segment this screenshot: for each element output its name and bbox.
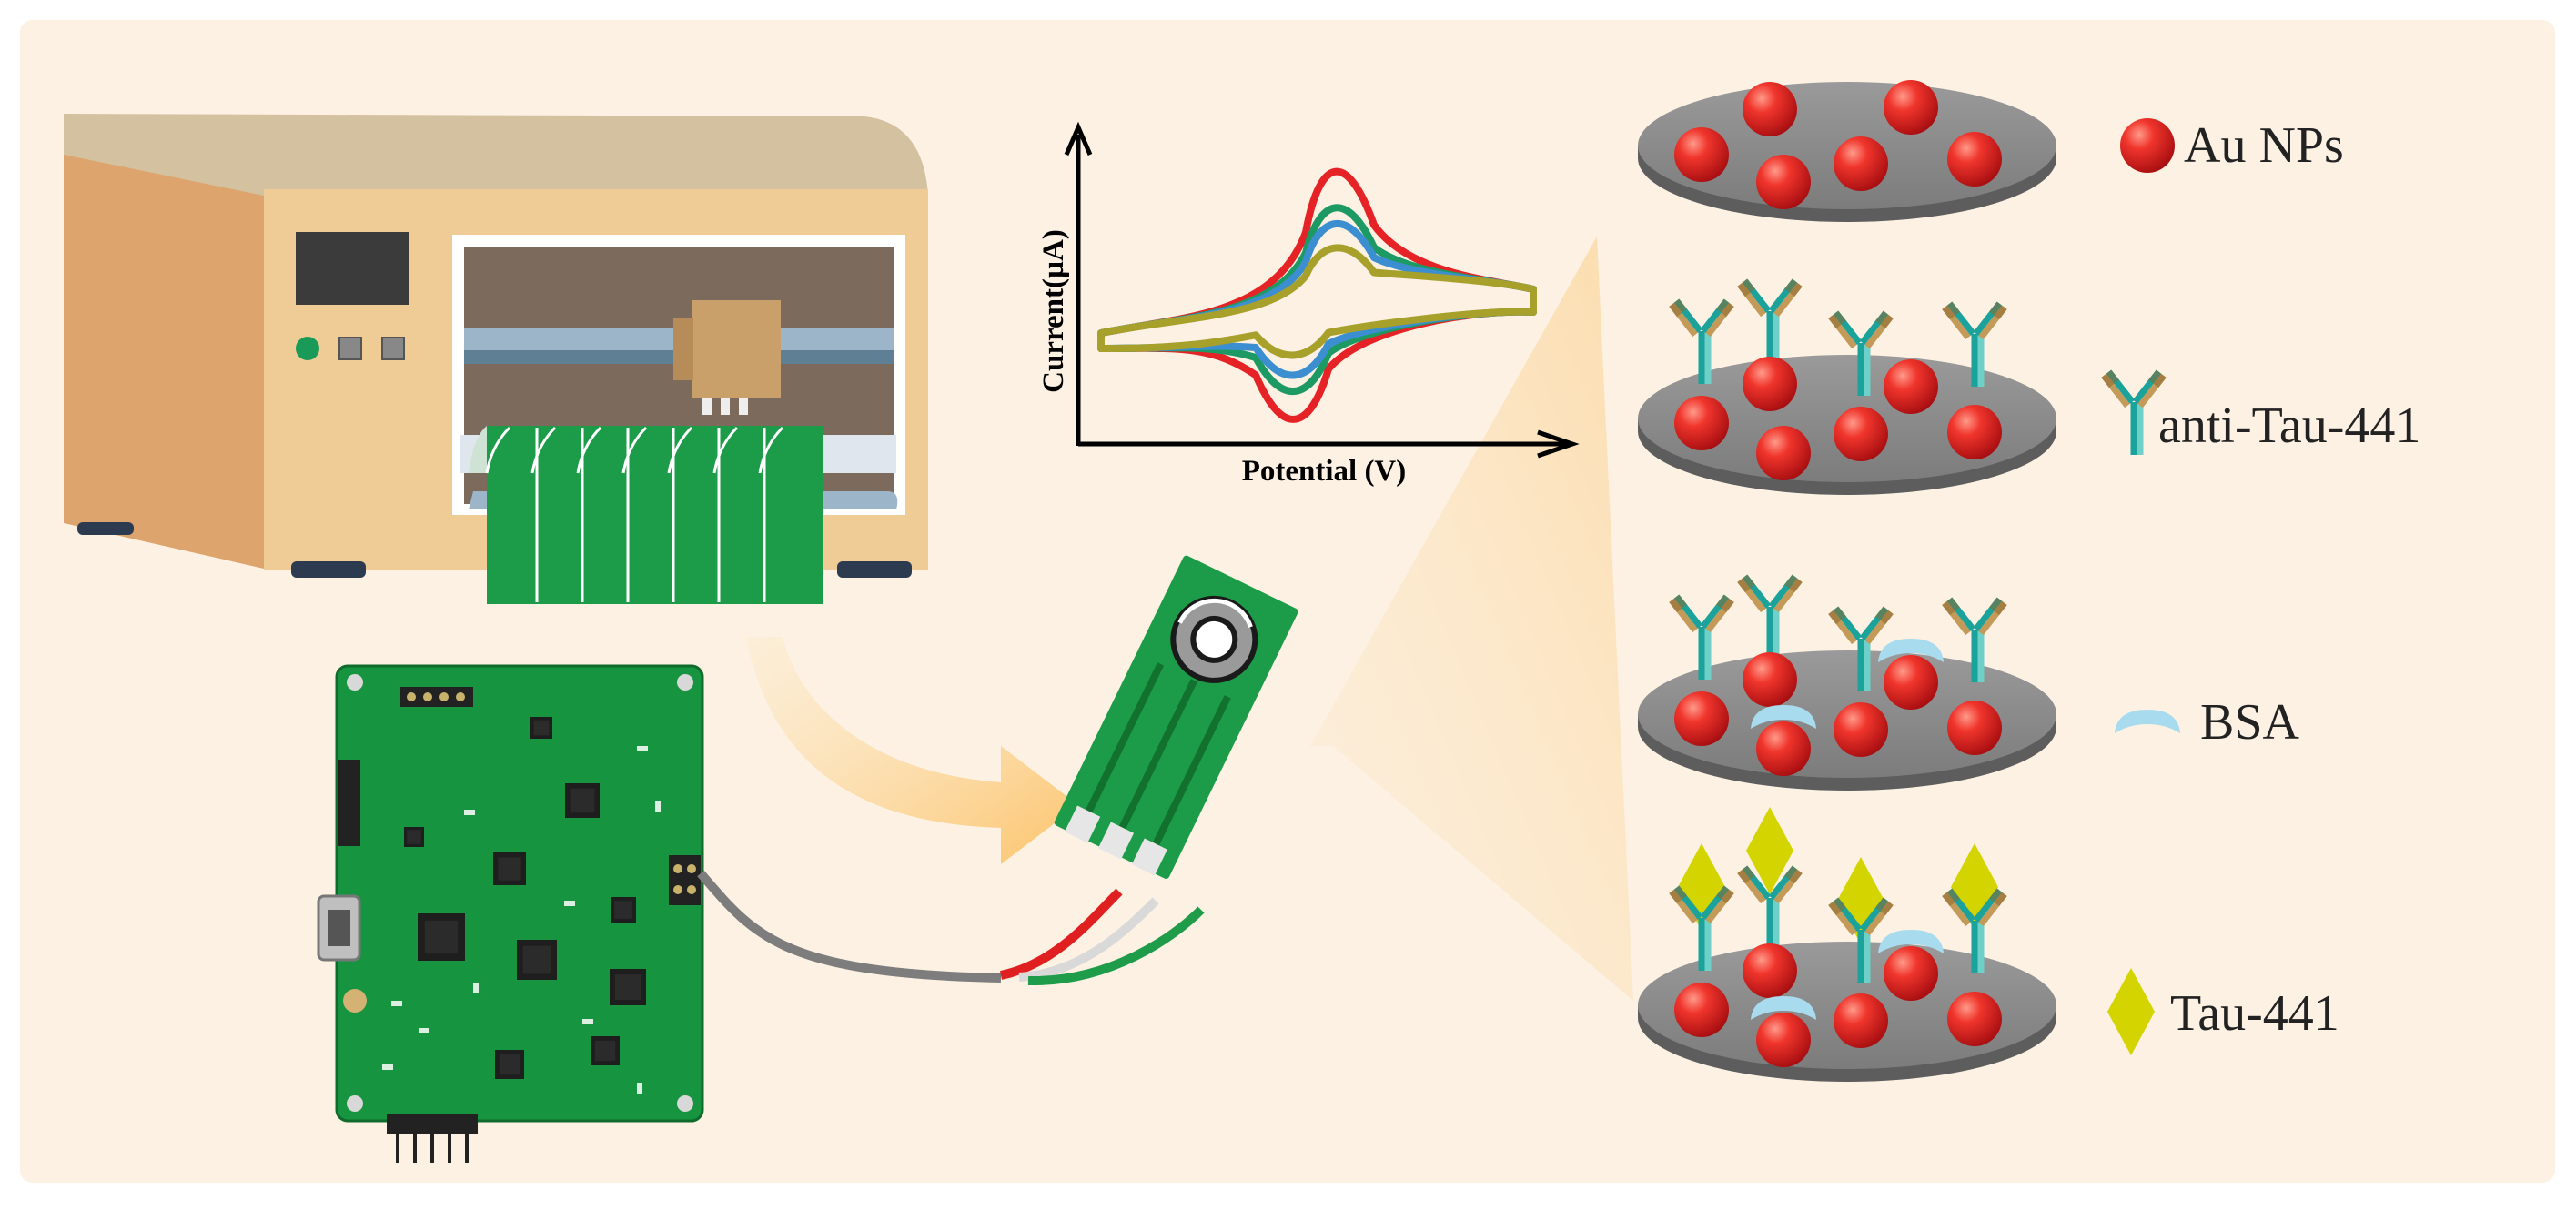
legend: Au NPs anti-Tau-441 BSA Tau-441 — [2101, 117, 2420, 1055]
cv-xlabel: Potential (V) — [1242, 455, 1407, 488]
au-np-legend-icon — [2120, 118, 2175, 173]
cv-plot: Potential (V) Current(µA) — [1037, 121, 1580, 488]
legend-tau: Tau-441 — [2170, 985, 2339, 1042]
screen-printed-electrode — [999, 555, 1298, 986]
legend-antibody: anti-Tau-441 — [2158, 398, 2420, 454]
printed-electrode-sheet — [469, 426, 823, 604]
power-led — [296, 337, 319, 360]
process-arrow — [746, 637, 1078, 864]
legend-bsa: BSA — [2200, 694, 2299, 751]
printer-display — [296, 232, 409, 305]
cv-y-axis-arrowhead — [1064, 121, 1093, 156]
board-cable — [697, 870, 1002, 983]
zoom-beam — [1310, 237, 1633, 1001]
cv-curve-4 — [1097, 244, 1537, 359]
cv-ylabel: Current(µA) — [1037, 229, 1070, 393]
step-au-nps — [1638, 80, 2056, 222]
potentiostat-board — [317, 664, 704, 1163]
cv-x-axis-arrowhead — [1537, 429, 1580, 459]
printer-button-2 — [381, 337, 405, 360]
printer — [64, 114, 928, 604]
legend-au-nps: Au NPs — [2184, 117, 2344, 174]
printer-button-1 — [338, 337, 362, 360]
